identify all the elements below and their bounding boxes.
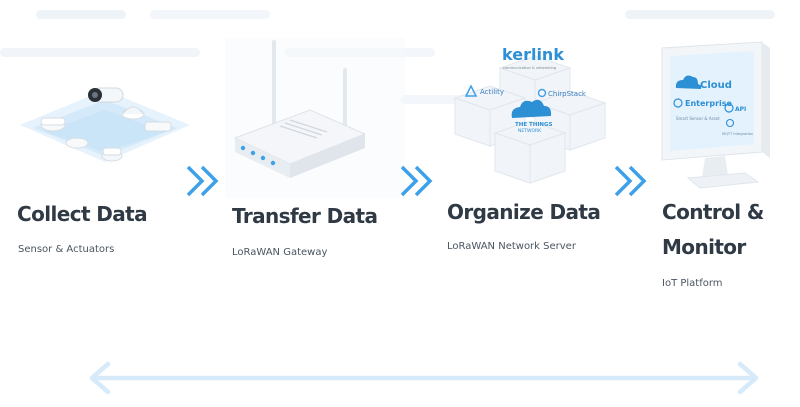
enterprise-icon [673,98,683,108]
step-title: Collect Data [17,202,148,226]
things-network-line1: THE THINGS [515,122,553,128]
step-title: Transfer Data [232,204,378,228]
chevron-right-icon [400,165,433,197]
decor-streak [625,10,775,19]
iot-platform-illustration: Cloud API Enterprise Smart Sensor & Asse… [661,41,770,189]
api-icon [724,103,734,113]
step-title: Organize Data [447,200,601,224]
actility-logo: Actility [480,88,504,96]
decor-streak [36,10,126,19]
gateway-illustration [225,38,405,198]
kerlink-logo: kerlink [502,45,564,64]
sensors-illustration [20,87,190,162]
screen-enterprise-label: Enterprise [685,99,733,108]
mqtt-icon [725,118,735,128]
things-network-line2: NETWORK [518,128,542,134]
chirpstack-logo: ChirpStack [548,90,587,98]
step-subtitle: LoRaWAN Gateway [232,247,328,258]
chirpstack-icon [537,88,547,98]
decor-streak [0,48,200,57]
step-subtitle: IoT Platform [662,278,723,289]
network-server-illustration: kerlink communication & networking Actil… [453,45,607,184]
step-title: Control & [662,200,764,224]
screen-cloud-label: Cloud [700,80,732,91]
things-network-logo [511,99,552,118]
cloud-icon [675,75,702,89]
chevron-right-icon [186,165,219,197]
screen-small-label: Smart Sensor & Asset [676,116,720,121]
screen-api-label: API [735,106,746,113]
kerlink-tagline: communication & networking [503,66,556,70]
step-subtitle: Sensor & Actuators [18,244,115,255]
actility-icon [464,84,478,97]
step-title-line2: Monitor [662,235,746,259]
step-subtitle: LoRaWAN Network Server [447,241,576,252]
screen-mqtt-label: MQTT Integration [722,132,753,136]
chevron-right-icon [614,165,647,197]
bidirectional-arrow-icon [89,361,759,395]
decor-streak [150,10,270,19]
